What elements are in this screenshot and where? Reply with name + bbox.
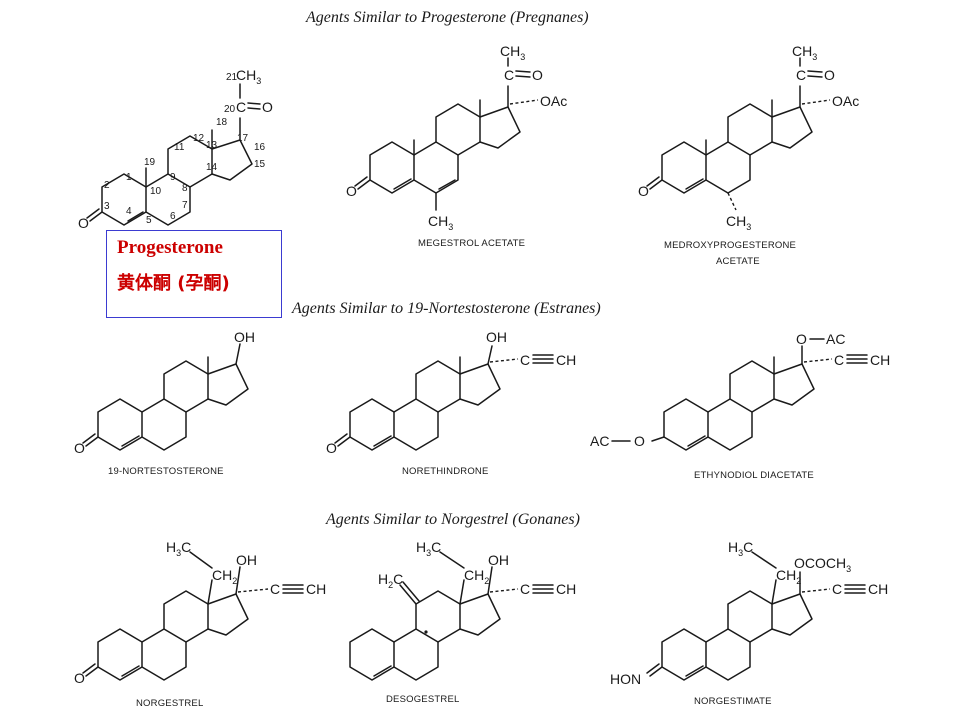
position-number: 18 — [216, 117, 228, 128]
position-number: 4 — [126, 206, 132, 217]
medroxyprogesterone-acetate-structure: O O C CH3 OAc CH3 MEDROXYPROGESTERONE AC… — [638, 43, 859, 267]
caption-acetate: ACETATE — [716, 256, 760, 267]
norgestrel-structure: O H3C CH2 OH C CH NORGESTREL — [74, 539, 326, 709]
atom-ch: CH — [556, 581, 576, 597]
atom-c: C — [520, 581, 530, 597]
caption-norgestimate: NORGESTIMATE — [694, 696, 772, 707]
megestrol-acetate-structure: O O C CH3 OAc CH3 MEGESTROL ACETATE — [346, 43, 567, 249]
atom-ch3: CH3 — [726, 213, 751, 232]
atom-o: O — [74, 440, 85, 456]
atom-ac: AC — [590, 433, 609, 449]
atom-ch3: CH3 — [236, 67, 261, 86]
position-number: 7 — [182, 200, 188, 211]
progesterone-name-en: Progesterone — [117, 237, 223, 258]
atom-oh: OH — [234, 329, 255, 345]
position-number: 8 — [182, 183, 188, 194]
position-number: 19 — [144, 157, 156, 168]
norgestimate-structure: HON H3C CH2 OCOCH3 C CH NORGESTIMATE — [610, 539, 888, 707]
atom-o: O — [262, 99, 273, 115]
position-number: 20 — [224, 104, 236, 115]
position-number: 6 — [170, 211, 176, 222]
caption-desogestrel: DESOGESTREL — [386, 694, 459, 705]
atom-o: O — [634, 433, 645, 449]
position-number: 2 — [104, 180, 110, 191]
position-number: 14 — [206, 162, 218, 173]
atom-ch2: CH2 — [776, 567, 801, 586]
atom-oh: OH — [236, 552, 257, 568]
atom-oac: OAc — [832, 93, 859, 109]
position-number: 16 — [254, 142, 266, 153]
atom-o: O — [74, 670, 85, 686]
atom-c: C — [834, 352, 844, 368]
atom-h3c: H3C — [166, 539, 191, 558]
atom-o: O — [796, 331, 807, 347]
position-number: 13 — [206, 140, 218, 151]
atom-c: C — [796, 67, 806, 83]
atom-oh: OH — [488, 552, 509, 568]
atom-c: C — [504, 67, 514, 83]
progesterone-structure: O O C CH3 1 2 3 4 5 6 7 8 9 10 11 12 13 … — [78, 67, 273, 231]
nortestosterone-structure: O OH 19-NORTESTOSTERONE — [74, 329, 255, 477]
atom-oac: OAc — [540, 93, 567, 109]
atom-ch2: CH2 — [212, 567, 237, 586]
caption-norethindrone: NORETHINDRONE — [402, 466, 489, 477]
atom-o: O — [78, 215, 89, 231]
atom-o: O — [638, 183, 649, 199]
position-number: 15 — [254, 159, 266, 170]
atom-h3c: H3C — [416, 539, 441, 558]
atom-ch3: CH3 — [792, 43, 817, 62]
atom-c: C — [832, 581, 842, 597]
caption-megestrol-acetate: MEGESTROL ACETATE — [418, 238, 525, 249]
norethindrone-structure: O OH C CH NORETHINDRONE — [326, 329, 576, 477]
atom-c: C — [520, 352, 530, 368]
atom-o: O — [346, 183, 357, 199]
atom-ococh3: OCOCH3 — [794, 555, 851, 574]
atom-ch2: CH2 — [464, 567, 489, 586]
section-title-estranes: Agents Similar to 19-Nortestosterone (Es… — [291, 300, 601, 317]
caption-norgestrel: NORGESTREL — [136, 698, 203, 709]
position-number: 12 — [193, 133, 205, 144]
position-number: 11 — [174, 142, 185, 153]
progesterone-name-zh: 黄体酮 (孕酮) — [117, 273, 230, 294]
progesterone-label-box: Progesterone 黄体酮 (孕酮) — [106, 230, 282, 318]
position-number: 9 — [170, 172, 176, 183]
atom-c: C — [270, 581, 280, 597]
position-number: 1 — [126, 172, 132, 183]
caption-ethynodiol-diacetate: ETHYNODIOL DIACETATE — [694, 470, 814, 481]
atom-ch: CH — [870, 352, 890, 368]
position-number: 17 — [237, 133, 249, 144]
desogestrel-structure: H2C H3C CH2 OH C CH DESOGESTREL — [349, 539, 576, 705]
section-title-gonanes: Agents Similar to Norgestrel (Gonanes) — [325, 511, 580, 528]
atom-h3c: H3C — [728, 539, 753, 558]
atom-ch: CH — [306, 581, 326, 597]
position-number: 10 — [150, 186, 162, 197]
ethynodiol-diacetate-structure: O AC C CH O AC ETHYNODIOL DIACETATE — [590, 331, 890, 481]
atom-ch3: CH3 — [500, 43, 525, 62]
caption-19-nortestosterone: 19-NORTESTOSTERONE — [108, 466, 224, 477]
atom-o: O — [532, 67, 543, 83]
atom-ch3: CH3 — [428, 213, 453, 232]
position-number: 5 — [146, 215, 152, 226]
atom-ac: AC — [826, 331, 845, 347]
atom-o: O — [824, 67, 835, 83]
atom-ch: CH — [868, 581, 888, 597]
caption-medroxyprogesterone: MEDROXYPROGESTERONE — [664, 240, 796, 251]
position-number: 3 — [104, 201, 110, 212]
atom-c: C — [236, 99, 246, 115]
position-number: 21 — [226, 72, 238, 83]
section-title-pregnanes: Agents Similar to Progesterone (Pregnane… — [305, 9, 589, 26]
atom-hon: HON — [610, 671, 641, 687]
atom-oh: OH — [486, 329, 507, 345]
atom-ch: CH — [556, 352, 576, 368]
atom-h2c: H2C — [378, 571, 403, 590]
atom-o: O — [326, 440, 337, 456]
